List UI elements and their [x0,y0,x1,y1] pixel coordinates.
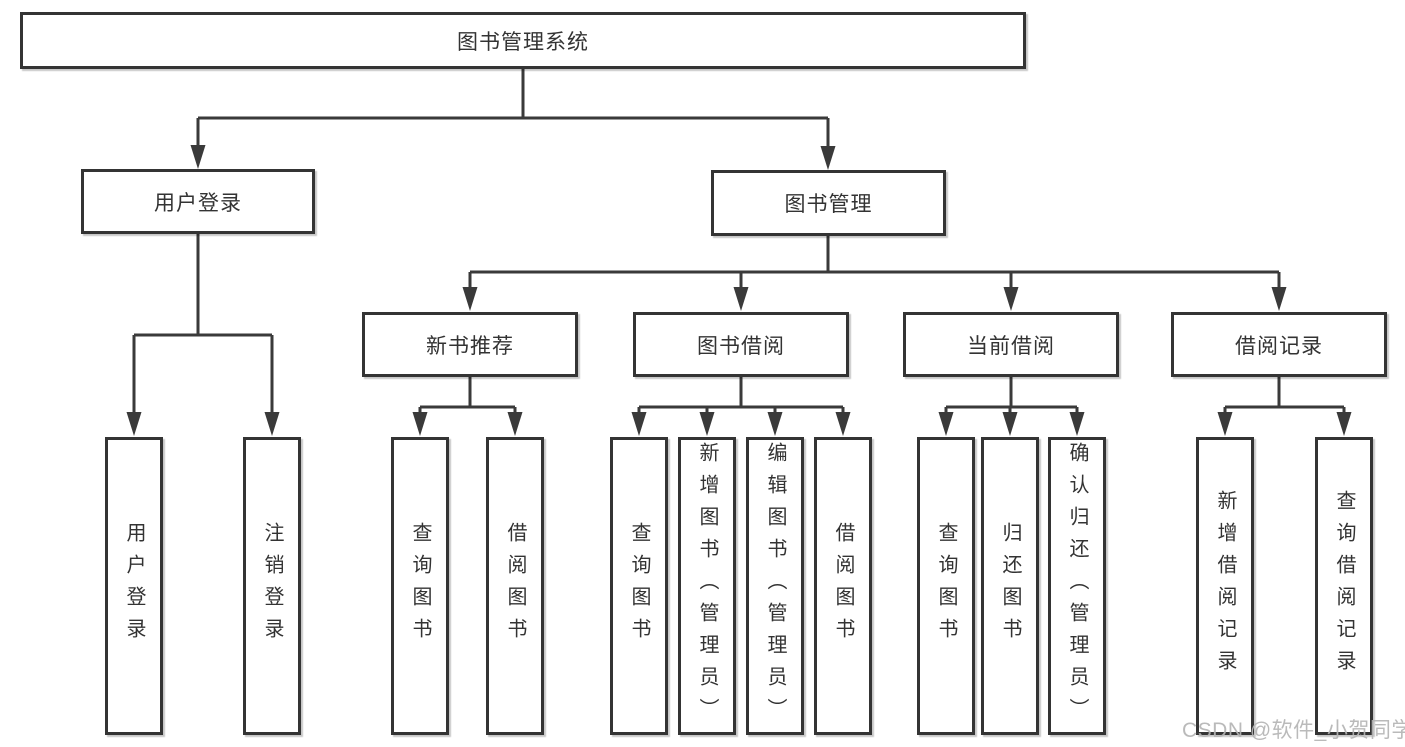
leaf-add-books-admin: 新增图书（管理员） [678,437,736,735]
leaf-borrow-books-recommend: 借阅图书 [486,437,544,735]
leaf-query-books-recommend: 查询图书 [391,437,449,735]
node-borrowing-records: 借阅记录 [1171,312,1387,377]
node-user-login: 用户登录 [81,169,315,234]
leaf-user-login: 用户登录 [105,437,163,735]
node-library-system: 图书管理系统 [20,12,1026,69]
leaf-return-books: 归还图书 [981,437,1039,735]
leaf-query-books-current: 查询图书 [917,437,975,735]
node-new-book-recommend: 新书推荐 [362,312,578,377]
leaf-logout: 注销登录 [243,437,301,735]
node-current-borrowing: 当前借阅 [903,312,1119,377]
node-book-management: 图书管理 [711,170,946,236]
leaf-edit-books-admin: 编辑图书（管理员） [746,437,804,735]
leaf-query-borrow-record: 查询借阅记录 [1315,437,1373,735]
watermark-text: CSDN @软件_小贺同学 [1182,719,1405,742]
leaf-query-books-borrowing: 查询图书 [610,437,668,735]
node-book-borrowing: 图书借阅 [633,312,849,377]
leaf-confirm-return-admin: 确认归还（管理员） [1048,437,1106,735]
leaf-borrow-books: 借阅图书 [814,437,872,735]
leaf-add-borrow-record: 新增借阅记录 [1196,437,1254,735]
arrowheads [126,145,1352,436]
